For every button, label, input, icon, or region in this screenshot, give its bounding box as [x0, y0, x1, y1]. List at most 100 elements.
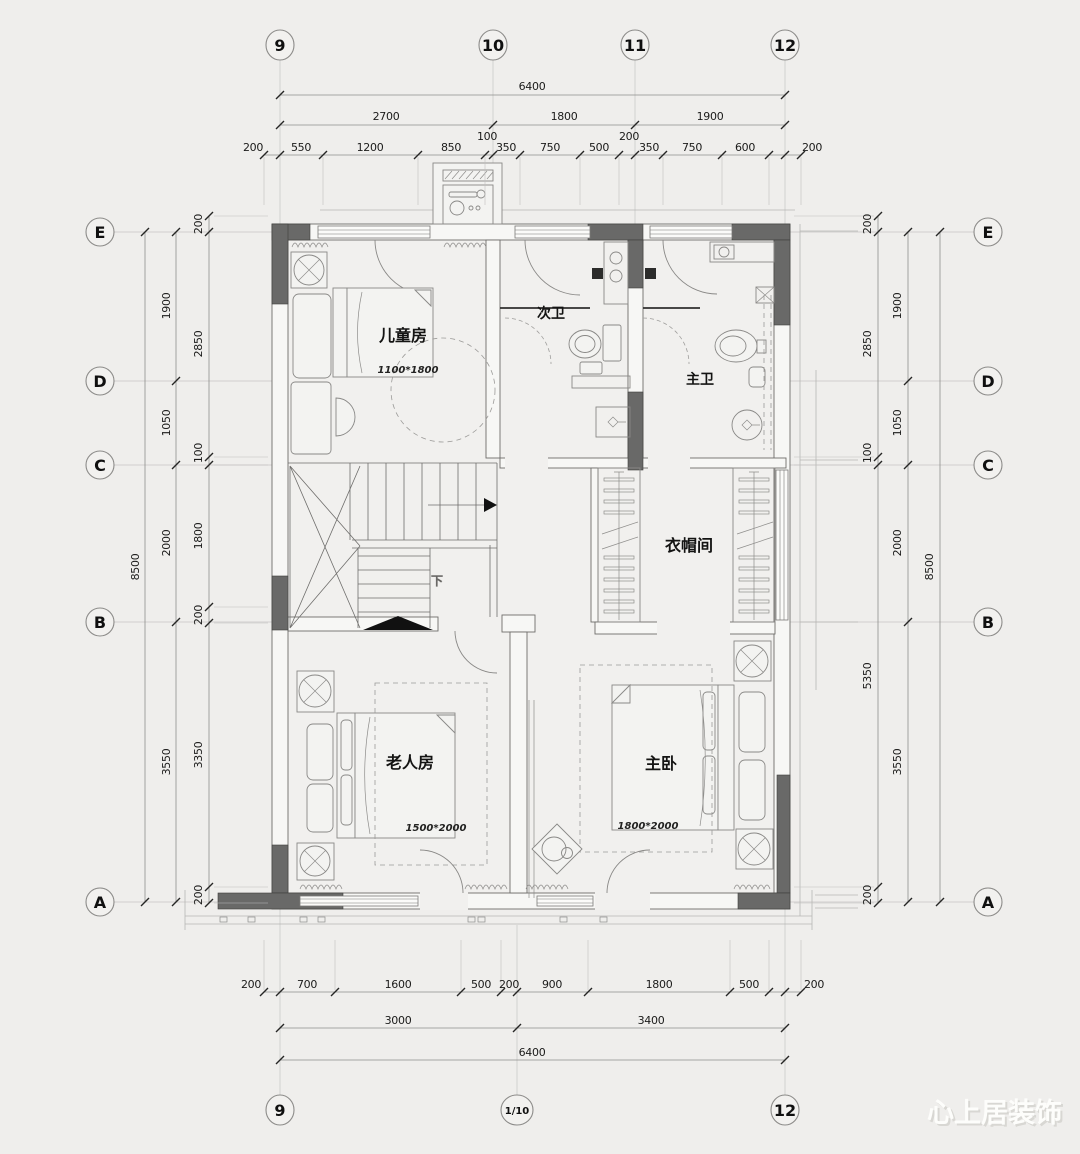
grid-bubble-bottom-12: 12 — [770, 1094, 800, 1126]
dim-label: 100 — [477, 130, 497, 143]
dim-label: 5350 — [861, 662, 874, 689]
watermark: 心上居装饰 心上居装饰 — [927, 1098, 1064, 1131]
stair-arrow-up — [484, 498, 497, 512]
wall-bedroom-partition — [509, 631, 528, 894]
svg-text:A: A — [982, 893, 995, 912]
window-center-bottom — [536, 895, 594, 907]
dim-label: 500 — [589, 141, 609, 154]
rug-circle — [390, 337, 496, 443]
bidet — [748, 366, 766, 388]
svg-text:B: B — [94, 613, 106, 632]
dim-label: 8500 — [129, 553, 142, 580]
dim-label: 200 — [804, 978, 824, 991]
dim-label: 200 — [192, 214, 205, 234]
window-elder-bottom — [299, 895, 419, 907]
room-label-kids: 儿童房 — [378, 326, 427, 345]
room-elder: 老人房 1500*2000 — [296, 630, 498, 894]
dim-label: 1050 — [891, 409, 904, 436]
cabinet — [738, 759, 766, 821]
grid-bubble-top-12: 12 — [770, 29, 800, 61]
curtain-symbols — [291, 242, 771, 890]
svg-text:C: C — [982, 456, 994, 475]
shaft-box — [755, 286, 775, 304]
opening-closet-entry — [657, 621, 730, 635]
svg-text:A: A — [94, 893, 107, 912]
dim-label: 200 — [192, 885, 205, 905]
dim-label: 6400 — [519, 80, 546, 93]
watermark-text: 心上居装饰 — [927, 1098, 1062, 1129]
dim-label: 1900 — [697, 110, 724, 123]
window-kids — [317, 225, 431, 239]
washbasin — [645, 241, 775, 279]
wall-left — [271, 239, 289, 894]
dim-label: 900 — [542, 978, 562, 991]
dim-label: 700 — [297, 978, 317, 991]
grid-bubble-left-B: B — [85, 607, 115, 637]
stairs: 下 — [288, 462, 498, 630]
dim-label: 3550 — [891, 748, 904, 775]
nightstand-lamp — [733, 640, 772, 682]
dim-label: 1800 — [551, 110, 578, 123]
svg-text:12: 12 — [774, 1101, 796, 1120]
floor-drain-round — [731, 409, 763, 441]
dim-label: 200 — [619, 130, 639, 143]
dim-label: 550 — [291, 141, 311, 154]
dim-label: 3550 — [160, 748, 173, 775]
dim-label: 1200 — [357, 141, 384, 154]
dim-label: 500 — [739, 978, 759, 991]
bed-elder — [336, 712, 456, 839]
grid-lines — [114, 59, 974, 1096]
dim-label: 850 — [441, 141, 461, 154]
dim-label: 2850 — [192, 330, 205, 357]
dim-label: 3400 — [638, 1014, 665, 1027]
cabinet — [306, 723, 334, 781]
svg-text:D: D — [981, 372, 994, 391]
window-swing-arc — [524, 239, 581, 296]
grid-bubble-right-B: B — [973, 607, 1003, 637]
dim-label: 1600 — [385, 978, 412, 991]
nightstand-lamp — [296, 670, 335, 713]
grid-bubble-left-E: E — [85, 217, 115, 247]
nightstand-lamp — [296, 842, 335, 881]
svg-text:1/10: 1/10 — [505, 1106, 530, 1117]
grid-bubble-top-9: 9 — [265, 29, 295, 61]
svg-text:B: B — [982, 613, 994, 632]
nightstand-lamp — [290, 251, 328, 289]
dim-label: 2000 — [891, 529, 904, 556]
dim-label: 200 — [802, 141, 822, 154]
context-outline — [184, 209, 858, 930]
dim-label: 3000 — [385, 1014, 412, 1027]
bed-size-elder: 1500*2000 — [406, 823, 467, 834]
room-label-master: 主卧 — [645, 754, 677, 773]
room-label-bath1: 主卫 — [686, 371, 714, 388]
grid-bubble-right-A: A — [973, 887, 1003, 917]
door-swing — [454, 630, 498, 674]
svg-text:E: E — [983, 223, 994, 242]
svg-text:E: E — [95, 223, 106, 242]
opening-bath1-door — [648, 457, 690, 469]
room-bath1: 主卫 — [642, 239, 775, 450]
dim-label: 200 — [243, 141, 263, 154]
dim-label: 200 — [192, 605, 205, 625]
room-bath2: 次卫 — [500, 239, 631, 438]
dim-label: 8500 — [923, 553, 936, 580]
rug — [579, 664, 713, 853]
dim-label: 200 — [499, 978, 519, 991]
dim-label: 1050 — [160, 409, 173, 436]
dim-label: 750 — [540, 141, 560, 154]
svg-text:10: 10 — [482, 36, 504, 55]
balcony-door-swing — [606, 849, 651, 894]
dimensions: 6400 2700 1800 1900 200 550 1200 850 100… — [129, 80, 945, 1065]
dim-label: 500 — [471, 978, 491, 991]
bed-size-master: 1800*2000 — [618, 821, 679, 832]
opening-elder-balcony — [420, 892, 468, 910]
decor-diamond — [531, 823, 583, 875]
balcony-ticks — [219, 916, 608, 923]
dim-label: 2000 — [160, 529, 173, 556]
window-swing-arc — [662, 239, 718, 295]
dim-label: 200 — [241, 978, 261, 991]
toilet-bath2 — [568, 324, 622, 375]
dim-label: 200 — [861, 885, 874, 905]
shelf — [571, 375, 631, 389]
stair-down-label: 下 — [431, 574, 443, 588]
